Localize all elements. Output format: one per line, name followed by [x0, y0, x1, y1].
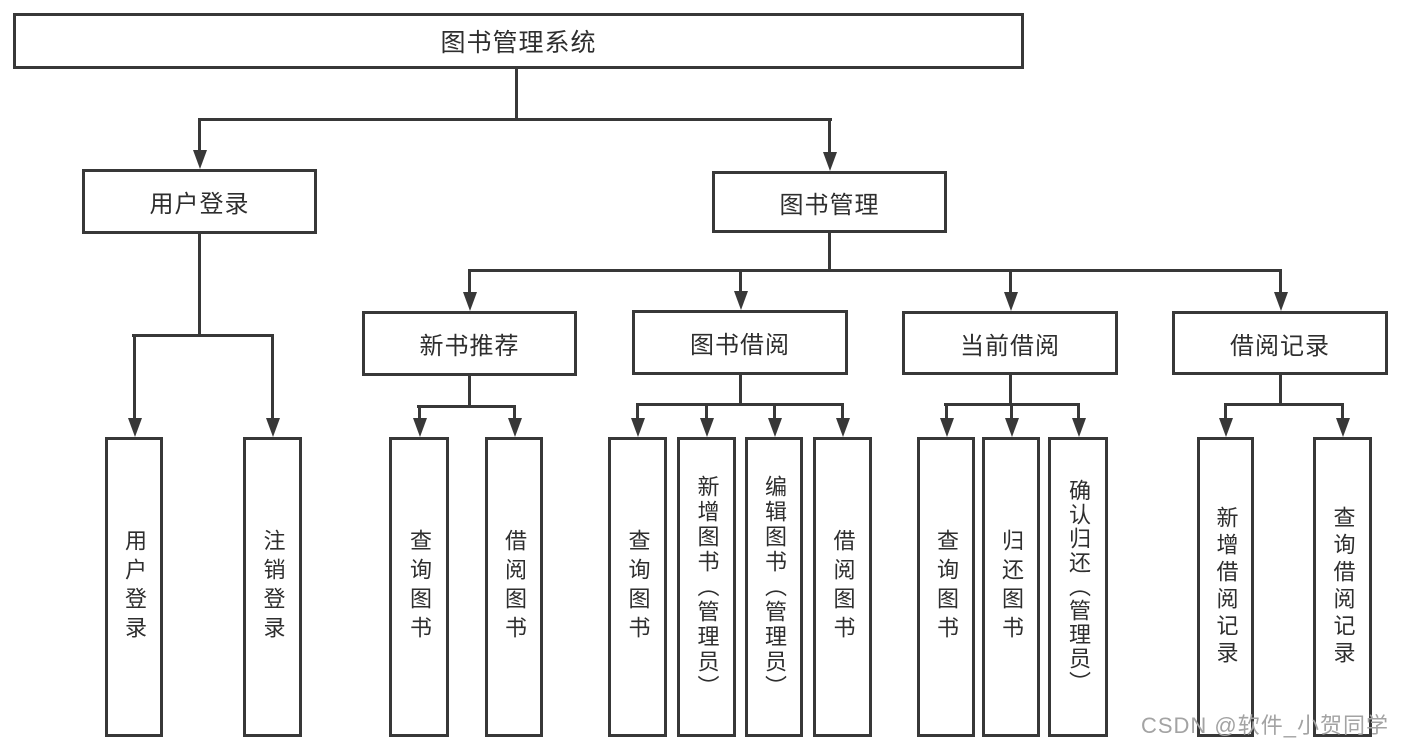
connector-user-login-branch	[132, 334, 274, 337]
arrow-to-nr-borrow-book	[513, 405, 516, 418]
node-cb-query-book: 查询图书	[917, 437, 975, 737]
arrow-to-user-login	[198, 118, 201, 150]
node-new-book-rec: 新书推荐	[362, 311, 577, 376]
node-nr-borrow-book: 借阅图书	[485, 437, 543, 737]
connector-book-borrow-branch	[636, 403, 844, 406]
arrow-to-bb-query-book	[636, 403, 639, 418]
arrow-to-borrow-records	[1279, 269, 1282, 292]
arrow-to-bb-edit-book	[773, 403, 776, 418]
node-br-add-record: 新增借阅记录	[1197, 437, 1254, 737]
node-nr-query-book: 查询图书	[389, 437, 449, 737]
connector-new-book-rec-stem	[468, 376, 471, 408]
arrow-to-book-mgmt	[828, 118, 831, 152]
connector-borrow-records-stem	[1279, 375, 1282, 406]
connector-root-stem	[515, 69, 518, 121]
connector-current-borrow-stem	[1009, 375, 1012, 406]
connector-book-borrow-stem	[739, 375, 742, 406]
connector-book-mgmt-branch	[468, 269, 1282, 272]
arrow-to-bb-add-book	[705, 403, 708, 418]
node-bb-query-book: 查询图书	[608, 437, 667, 737]
node-leaf-logout: 注销登录	[243, 437, 302, 737]
node-cb-return-book: 归还图书	[982, 437, 1040, 737]
csdn-watermark: CSDN @软件_小贺同学	[1140, 713, 1389, 738]
arrow-to-cb-return-book	[1010, 403, 1013, 418]
arrow-to-bb-borrow-book	[841, 403, 844, 418]
node-br-query-record: 查询借阅记录	[1313, 437, 1372, 737]
arrow-to-br-query-record	[1341, 403, 1344, 418]
connector-user-login-stem	[198, 234, 201, 337]
node-current-borrow: 当前借阅	[902, 311, 1118, 375]
arrow-to-nr-query-book	[418, 405, 421, 418]
node-root: 图书管理系统	[13, 13, 1024, 69]
node-bb-borrow-book: 借阅图书	[813, 437, 872, 737]
node-bb-add-book: 新增图书（管理员）	[677, 437, 736, 737]
node-cb-confirm-return: 确认归还（管理员）	[1048, 437, 1108, 737]
arrow-to-br-add-record	[1224, 403, 1227, 418]
node-bb-edit-book: 编辑图书（管理员）	[745, 437, 803, 737]
arrow-to-new-book-rec	[468, 269, 471, 292]
node-book-borrow: 图书借阅	[632, 310, 848, 375]
connector-borrow-records-branch	[1224, 403, 1344, 406]
arrow-to-cb-confirm-return	[1077, 403, 1080, 418]
arrow-to-cb-query-book	[945, 403, 948, 418]
connector-root-branch	[198, 118, 832, 121]
node-leaf-user-login: 用户登录	[105, 437, 163, 737]
connector-new-book-rec-branch	[417, 405, 516, 408]
arrow-to-book-borrow	[739, 269, 742, 291]
node-user-login: 用户登录	[82, 169, 317, 234]
arrow-to-leaf-logout	[271, 334, 274, 418]
connector-book-mgmt-stem	[828, 233, 831, 272]
node-book-mgmt: 图书管理	[712, 171, 947, 233]
arrow-to-leaf-user-login	[133, 334, 136, 418]
node-borrow-records: 借阅记录	[1172, 311, 1388, 375]
arrow-to-current-borrow	[1009, 269, 1012, 292]
